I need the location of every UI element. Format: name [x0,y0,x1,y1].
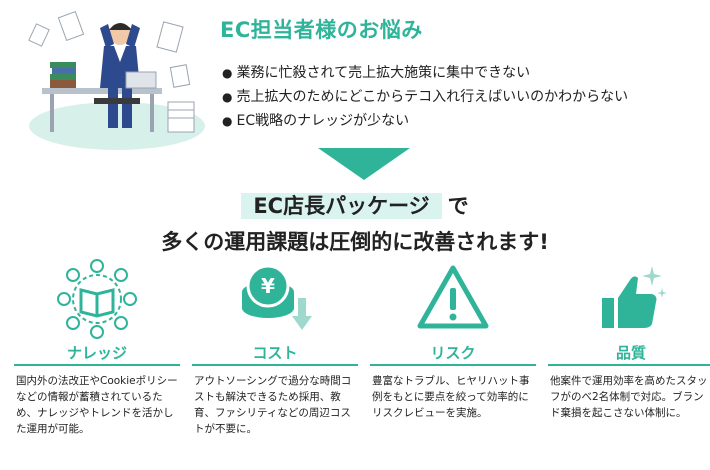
thumbs-up-sparkle-icon [602,266,667,328]
divider [548,364,710,366]
feature-description: アウトソーシングで過分な時間コストも解決できるため採用、教育、ファシリティなどの… [194,375,352,435]
problems-title: EC担当者様のお悩み [220,18,423,42]
feature-description: 豊富なトラブル、ヒヤリハット事例をもとに要点を絞って効率的にリスクレビューを実施… [372,375,530,419]
feature-cost: ¥ コスト アウトソーシングで過分な時間コストも解決できるため採用、教育、ファシ… [192,258,358,437]
down-arrow-icon [318,148,410,180]
headline: EC店長パッケージで [0,190,710,220]
headline-subtext: 多くの運用課題は圧倒的に改善されます! [161,230,549,254]
divider [192,364,358,366]
svg-text:¥: ¥ [261,274,275,298]
feature-description: 国内外の法改正やCookieポリシーなどの情報が蓄積されているため、ナレッジやト… [16,375,178,435]
feature-description: 他案件で運用効率を高めたスタッフがのべ2名体制で対応。ブランド棄損を起こさない体… [550,375,708,419]
yen-coin-down-icon: ¥ [242,264,312,330]
headline-particle: で [447,194,469,218]
feature-title: コスト [252,344,298,362]
feature-title: ナレッジ [66,344,127,362]
feature-risk: リスク 豊富なトラブル、ヒヤリハット事例をもとに要点を絞って効率的にリスクレビュ… [370,258,536,421]
book-network-icon [57,259,137,339]
feature-knowledge: ナレッジ 国内外の法改正やCookieポリシーなどの情報が蓄積されているため、ナ… [14,258,180,437]
problems-list: 業務に忙殺されて売上拡大施策に集中できない 売上拡大のためにどこからテコ入れ行え… [222,61,628,133]
package-name: EC店長パッケージ [241,193,442,219]
divider [14,364,180,366]
feature-title: 品質 [615,344,646,362]
stressed-worker-illustration [28,11,205,150]
feature-title: リスク [430,344,476,362]
feature-quality: 品質 他案件で運用効率を高めたスタッフがのべ2名体制で対応。ブランド棄損を起こさ… [548,258,710,421]
divider [370,364,536,366]
problem-item: 売上拡大のためにどこからテコ入れ行えばいいのかわからない [222,85,628,109]
problem-item: 業務に忙殺されて売上拡大施策に集中できない [222,61,628,85]
warning-triangle-icon [417,265,489,329]
problem-item: EC戦略のナレッジが少ない [222,109,628,133]
